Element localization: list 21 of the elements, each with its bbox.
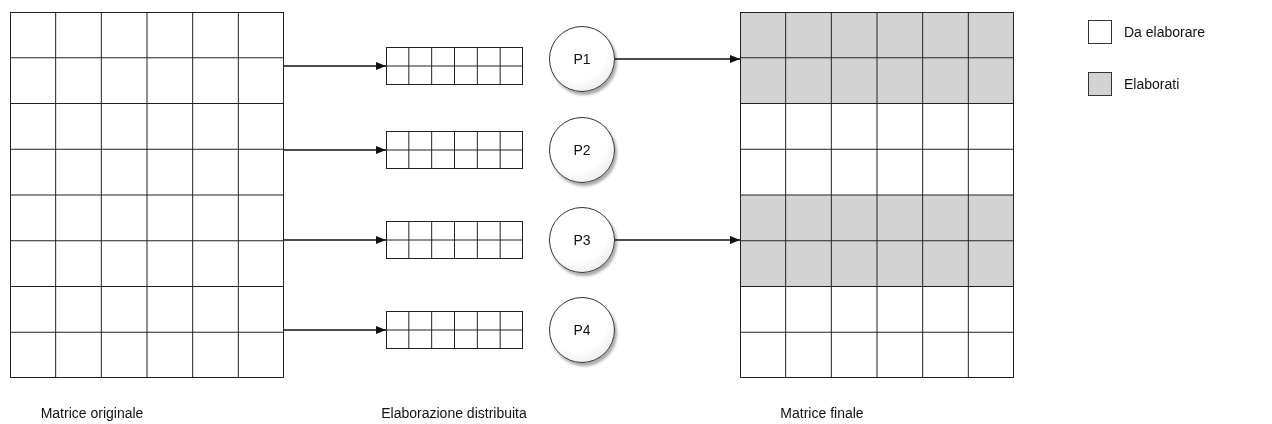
matrix-grid xyxy=(386,221,523,259)
arrow xyxy=(614,236,741,244)
arrow xyxy=(283,326,387,334)
process-circle: P2 xyxy=(549,117,615,183)
arrow xyxy=(283,146,387,154)
process-circle: P1 xyxy=(549,26,615,92)
process-circle: P3 xyxy=(549,207,615,273)
matrix-caption: Matrice finale xyxy=(780,405,864,421)
matrix-grid xyxy=(740,12,1014,378)
legend-label: Elaborati xyxy=(1124,76,1180,92)
matrix-grid xyxy=(386,47,523,85)
matrix-grid xyxy=(386,131,523,169)
arrow xyxy=(283,62,387,70)
matrix-grid xyxy=(386,311,523,349)
matrix-grid xyxy=(10,12,284,378)
arrow xyxy=(614,55,741,63)
column-caption: Elaborazione distribuita xyxy=(381,405,527,421)
matrix-caption: Matrice originale xyxy=(40,405,144,421)
arrow xyxy=(283,236,387,244)
process-circle: P4 xyxy=(549,297,615,363)
legend-label: Da elaborare xyxy=(1124,24,1205,40)
